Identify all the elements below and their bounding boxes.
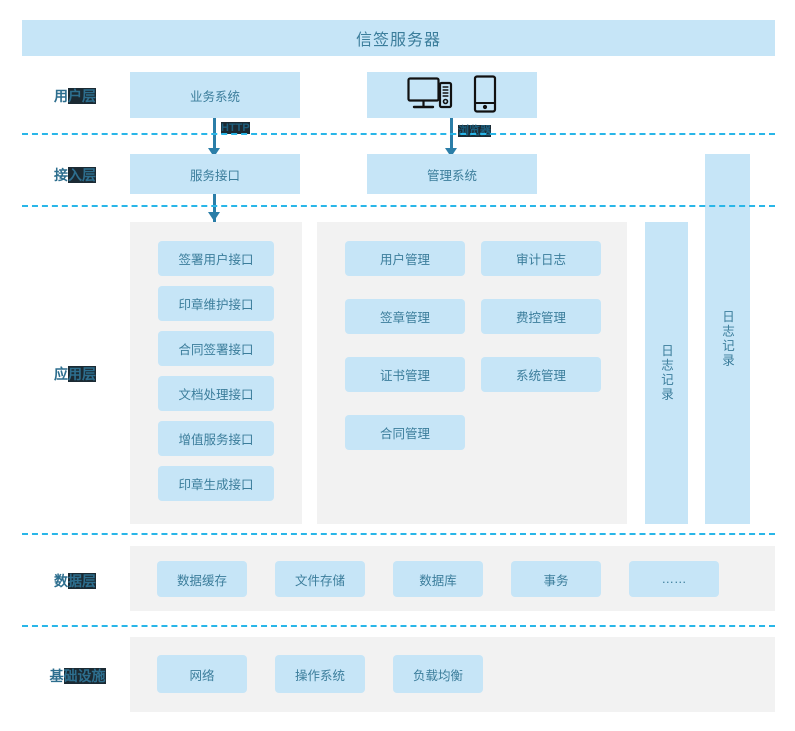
desktop-computer-icon bbox=[407, 76, 453, 115]
node-data-3[interactable]: 事务 bbox=[511, 561, 601, 597]
mobile-phone-icon bbox=[473, 74, 497, 116]
node-management-system[interactable]: 管理系统 bbox=[367, 154, 537, 194]
layer-label-user: 用户层 bbox=[30, 86, 120, 106]
node-data-1[interactable]: 文件存储 bbox=[275, 561, 365, 597]
layer-label-infra: 基础设施 bbox=[25, 666, 130, 686]
page-title: 信签服务器 bbox=[22, 20, 775, 56]
node-infra-2[interactable]: 负载均衡 bbox=[393, 655, 483, 693]
divider-data-infra bbox=[22, 625, 775, 627]
node-management-right-1[interactable]: 费控管理 bbox=[481, 299, 601, 334]
node-interface-2[interactable]: 合同签署接口 bbox=[158, 331, 274, 366]
layer-label-access: 接入层 bbox=[30, 165, 120, 185]
layer-label-data-tail: 据层 bbox=[68, 573, 96, 589]
node-interface-5[interactable]: 印章生成接口 bbox=[158, 466, 274, 501]
node-management-right-2[interactable]: 系统管理 bbox=[481, 357, 601, 392]
node-client-devices[interactable] bbox=[367, 72, 537, 118]
node-business-system[interactable]: 业务系统 bbox=[130, 72, 300, 118]
node-data-4[interactable]: …… bbox=[629, 561, 719, 597]
node-data-2[interactable]: 数据库 bbox=[393, 561, 483, 597]
layer-label-app-tail: 用层 bbox=[68, 366, 96, 382]
node-interface-4[interactable]: 增值服务接口 bbox=[158, 421, 274, 456]
divider-user-access bbox=[22, 133, 775, 135]
node-management-left-1[interactable]: 签章管理 bbox=[345, 299, 465, 334]
log-bar-outer: 日志记录 bbox=[705, 154, 750, 524]
node-management-right-0[interactable]: 审计日志 bbox=[481, 241, 601, 276]
connector-app-line bbox=[213, 194, 216, 222]
connector-http-label: HTTP bbox=[221, 122, 250, 134]
node-management-left-0[interactable]: 用户管理 bbox=[345, 241, 465, 276]
node-infra-1[interactable]: 操作系统 bbox=[275, 655, 365, 693]
divider-app-data bbox=[22, 533, 775, 535]
layer-label-data: 数据层 bbox=[30, 571, 120, 591]
layer-label-app-head: 应 bbox=[54, 366, 68, 382]
node-management-left-3[interactable]: 合同管理 bbox=[345, 415, 465, 450]
node-service-interface[interactable]: 服务接口 bbox=[130, 154, 300, 194]
node-data-0[interactable]: 数据缓存 bbox=[157, 561, 247, 597]
node-infra-0[interactable]: 网络 bbox=[157, 655, 247, 693]
layer-label-access-head: 接 bbox=[54, 167, 68, 183]
node-interface-1[interactable]: 印章维护接口 bbox=[158, 286, 274, 321]
node-management-left-2[interactable]: 证书管理 bbox=[345, 357, 465, 392]
connector-http-arrowhead bbox=[208, 148, 220, 157]
divider-access-app bbox=[22, 205, 775, 207]
node-interface-3[interactable]: 文档处理接口 bbox=[158, 376, 274, 411]
layer-label-user-head: 用 bbox=[54, 88, 68, 104]
log-bar-outer-label: 日志记录 bbox=[720, 310, 734, 368]
layer-label-data-head: 数 bbox=[54, 573, 68, 589]
connector-app-arrowhead bbox=[208, 212, 220, 221]
connector-browser-label: 浏览器 bbox=[458, 125, 491, 137]
connector-browser-arrowhead bbox=[445, 148, 457, 157]
layer-label-app: 应用层 bbox=[30, 364, 120, 384]
layer-label-infra-head: 基 bbox=[49, 668, 64, 684]
log-bar-inner-label: 日志记录 bbox=[659, 344, 673, 402]
layer-label-access-tail: 入层 bbox=[68, 167, 96, 183]
log-bar-inner: 日志记录 bbox=[645, 222, 688, 524]
layer-label-user-tail: 户层 bbox=[68, 88, 96, 104]
node-interface-0[interactable]: 签署用户接口 bbox=[158, 241, 274, 276]
layer-label-infra-tail: 础设施 bbox=[63, 668, 106, 684]
